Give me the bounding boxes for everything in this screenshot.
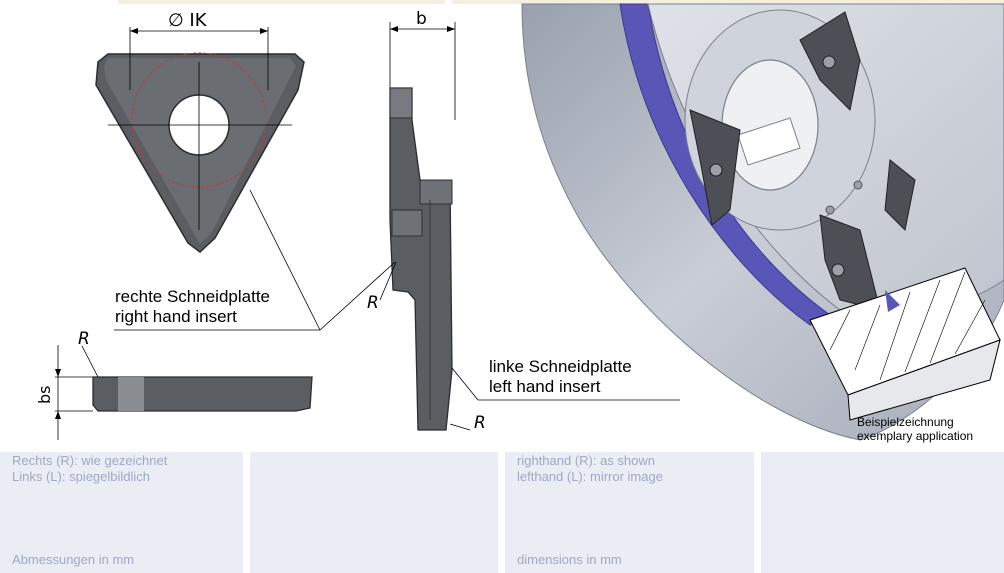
example-caption-en: exemplary application — [857, 429, 973, 443]
insert-pocket-4 — [884, 159, 916, 232]
note-de-right: Rechts (R): wie gezeichnet — [12, 453, 168, 468]
dim-ik-label: ∅ IK — [168, 10, 208, 31]
note-en-units: dimensions in mm — [517, 552, 622, 567]
radius-label-front: R — [78, 329, 90, 349]
blank-panel-2 — [250, 452, 498, 573]
note-de-units: Abmessungen in mm — [12, 552, 135, 567]
note-en-left: lefthand (L): mirror image — [517, 469, 663, 484]
note-de-left: Links (L): spiegelbildlich — [12, 469, 151, 484]
notes-panel-de: Rechts (R): wie gezeichnet Links (L): sp… — [0, 452, 243, 573]
triangle-insert-top-view: ∅ IK — [95, 10, 305, 253]
right-insert-caption-de: rechte Schneidplatte — [115, 287, 270, 306]
notes-panel-en: righthand (R): as shown lefthand (L): mi… — [505, 452, 754, 573]
tool-3d-rendering: Beispielzeichnung exemplary application — [521, 3, 1004, 443]
radius-label-side: R — [367, 293, 379, 313]
header-band-right — [452, 0, 1004, 4]
right-insert-caption-en: right hand insert — [115, 307, 237, 326]
example-caption-de: Beispielzeichnung — [857, 415, 954, 429]
insert-front-view: bs R — [35, 329, 313, 440]
technical-drawing: ∅ IK b R R bs R rechte Schneidplatte ri — [35, 3, 1004, 443]
blank-panel-4 — [761, 452, 1004, 573]
dim-b-label: b — [416, 9, 427, 29]
drawing-canvas: ∅ IK b R R bs R rechte Schneidplatte ri — [35, 3, 1004, 443]
insert-side-view: b R R — [367, 9, 486, 433]
note-en-right: righthand (R): as shown — [517, 453, 656, 468]
left-insert-caption-en: left hand insert — [489, 377, 601, 396]
left-insert-caption-de: linke Schneidplatte — [489, 357, 632, 376]
dim-bs-label: bs — [35, 386, 54, 405]
workpiece — [809, 267, 1001, 421]
radius-label-bottom: R — [474, 413, 486, 433]
header-band-left — [118, 0, 445, 4]
